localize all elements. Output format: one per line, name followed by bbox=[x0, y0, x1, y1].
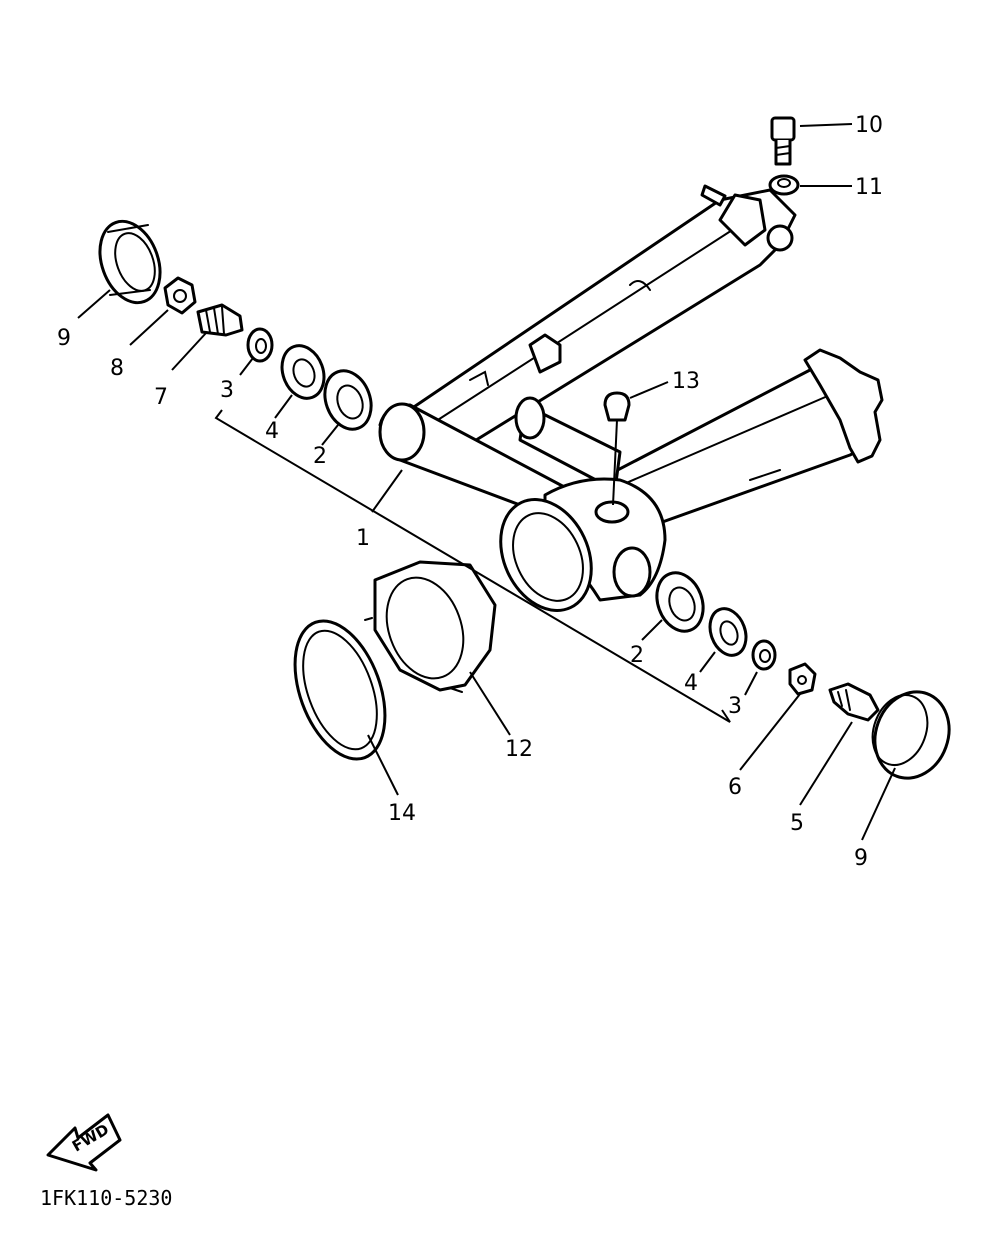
label-part-6: 6 bbox=[728, 775, 742, 800]
label-part-3-left: 3 bbox=[220, 378, 234, 403]
gasket-part-14 bbox=[293, 619, 387, 761]
label-part-9-left: 9 bbox=[57, 326, 71, 351]
collar-part-3-left bbox=[246, 327, 274, 363]
drawing-code: 1FK110-5230 bbox=[40, 1186, 172, 1210]
plate-part-6 bbox=[788, 662, 817, 696]
label-part-2-right: 2 bbox=[630, 643, 644, 668]
bearing-part-2-right bbox=[655, 571, 705, 633]
leader-lines bbox=[77, 123, 896, 841]
label-part-2-left: 2 bbox=[313, 444, 327, 469]
swingarm bbox=[378, 184, 884, 612]
nut-part-11 bbox=[768, 174, 800, 196]
label-part-12: 12 bbox=[505, 737, 533, 762]
seal-part-4-right bbox=[708, 607, 748, 657]
label-part-3-right: 3 bbox=[728, 694, 742, 719]
label-part-1: 1 bbox=[356, 526, 370, 551]
group-bracket-left bbox=[214, 409, 731, 723]
nut-part-8 bbox=[163, 276, 197, 315]
label-part-5: 5 bbox=[790, 811, 804, 836]
bolt-part-10 bbox=[770, 116, 796, 166]
label-part-8: 8 bbox=[110, 356, 124, 381]
collar-part-3-right bbox=[751, 639, 777, 671]
adjust-bolt-part-7 bbox=[196, 303, 244, 337]
pivot-bolt-part-5 bbox=[828, 682, 880, 722]
cover-part-12 bbox=[364, 560, 497, 693]
bearing-part-2-left bbox=[323, 369, 373, 431]
label-part-13: 13 bbox=[672, 369, 700, 394]
label-part-4-left: 4 bbox=[265, 419, 279, 444]
label-part-14: 14 bbox=[388, 801, 416, 826]
cap-part-9-left bbox=[98, 219, 162, 305]
plug-part-13 bbox=[603, 391, 631, 422]
fwd-arrow-icon: FWD bbox=[46, 1113, 122, 1172]
label-part-10: 10 bbox=[855, 113, 883, 138]
label-part-4-right: 4 bbox=[684, 671, 698, 696]
cap-part-9-right bbox=[871, 690, 951, 780]
label-part-11: 11 bbox=[855, 175, 883, 200]
seal-part-4-left bbox=[280, 344, 326, 400]
label-part-7: 7 bbox=[154, 385, 168, 410]
label-part-9-right: 9 bbox=[854, 846, 868, 871]
